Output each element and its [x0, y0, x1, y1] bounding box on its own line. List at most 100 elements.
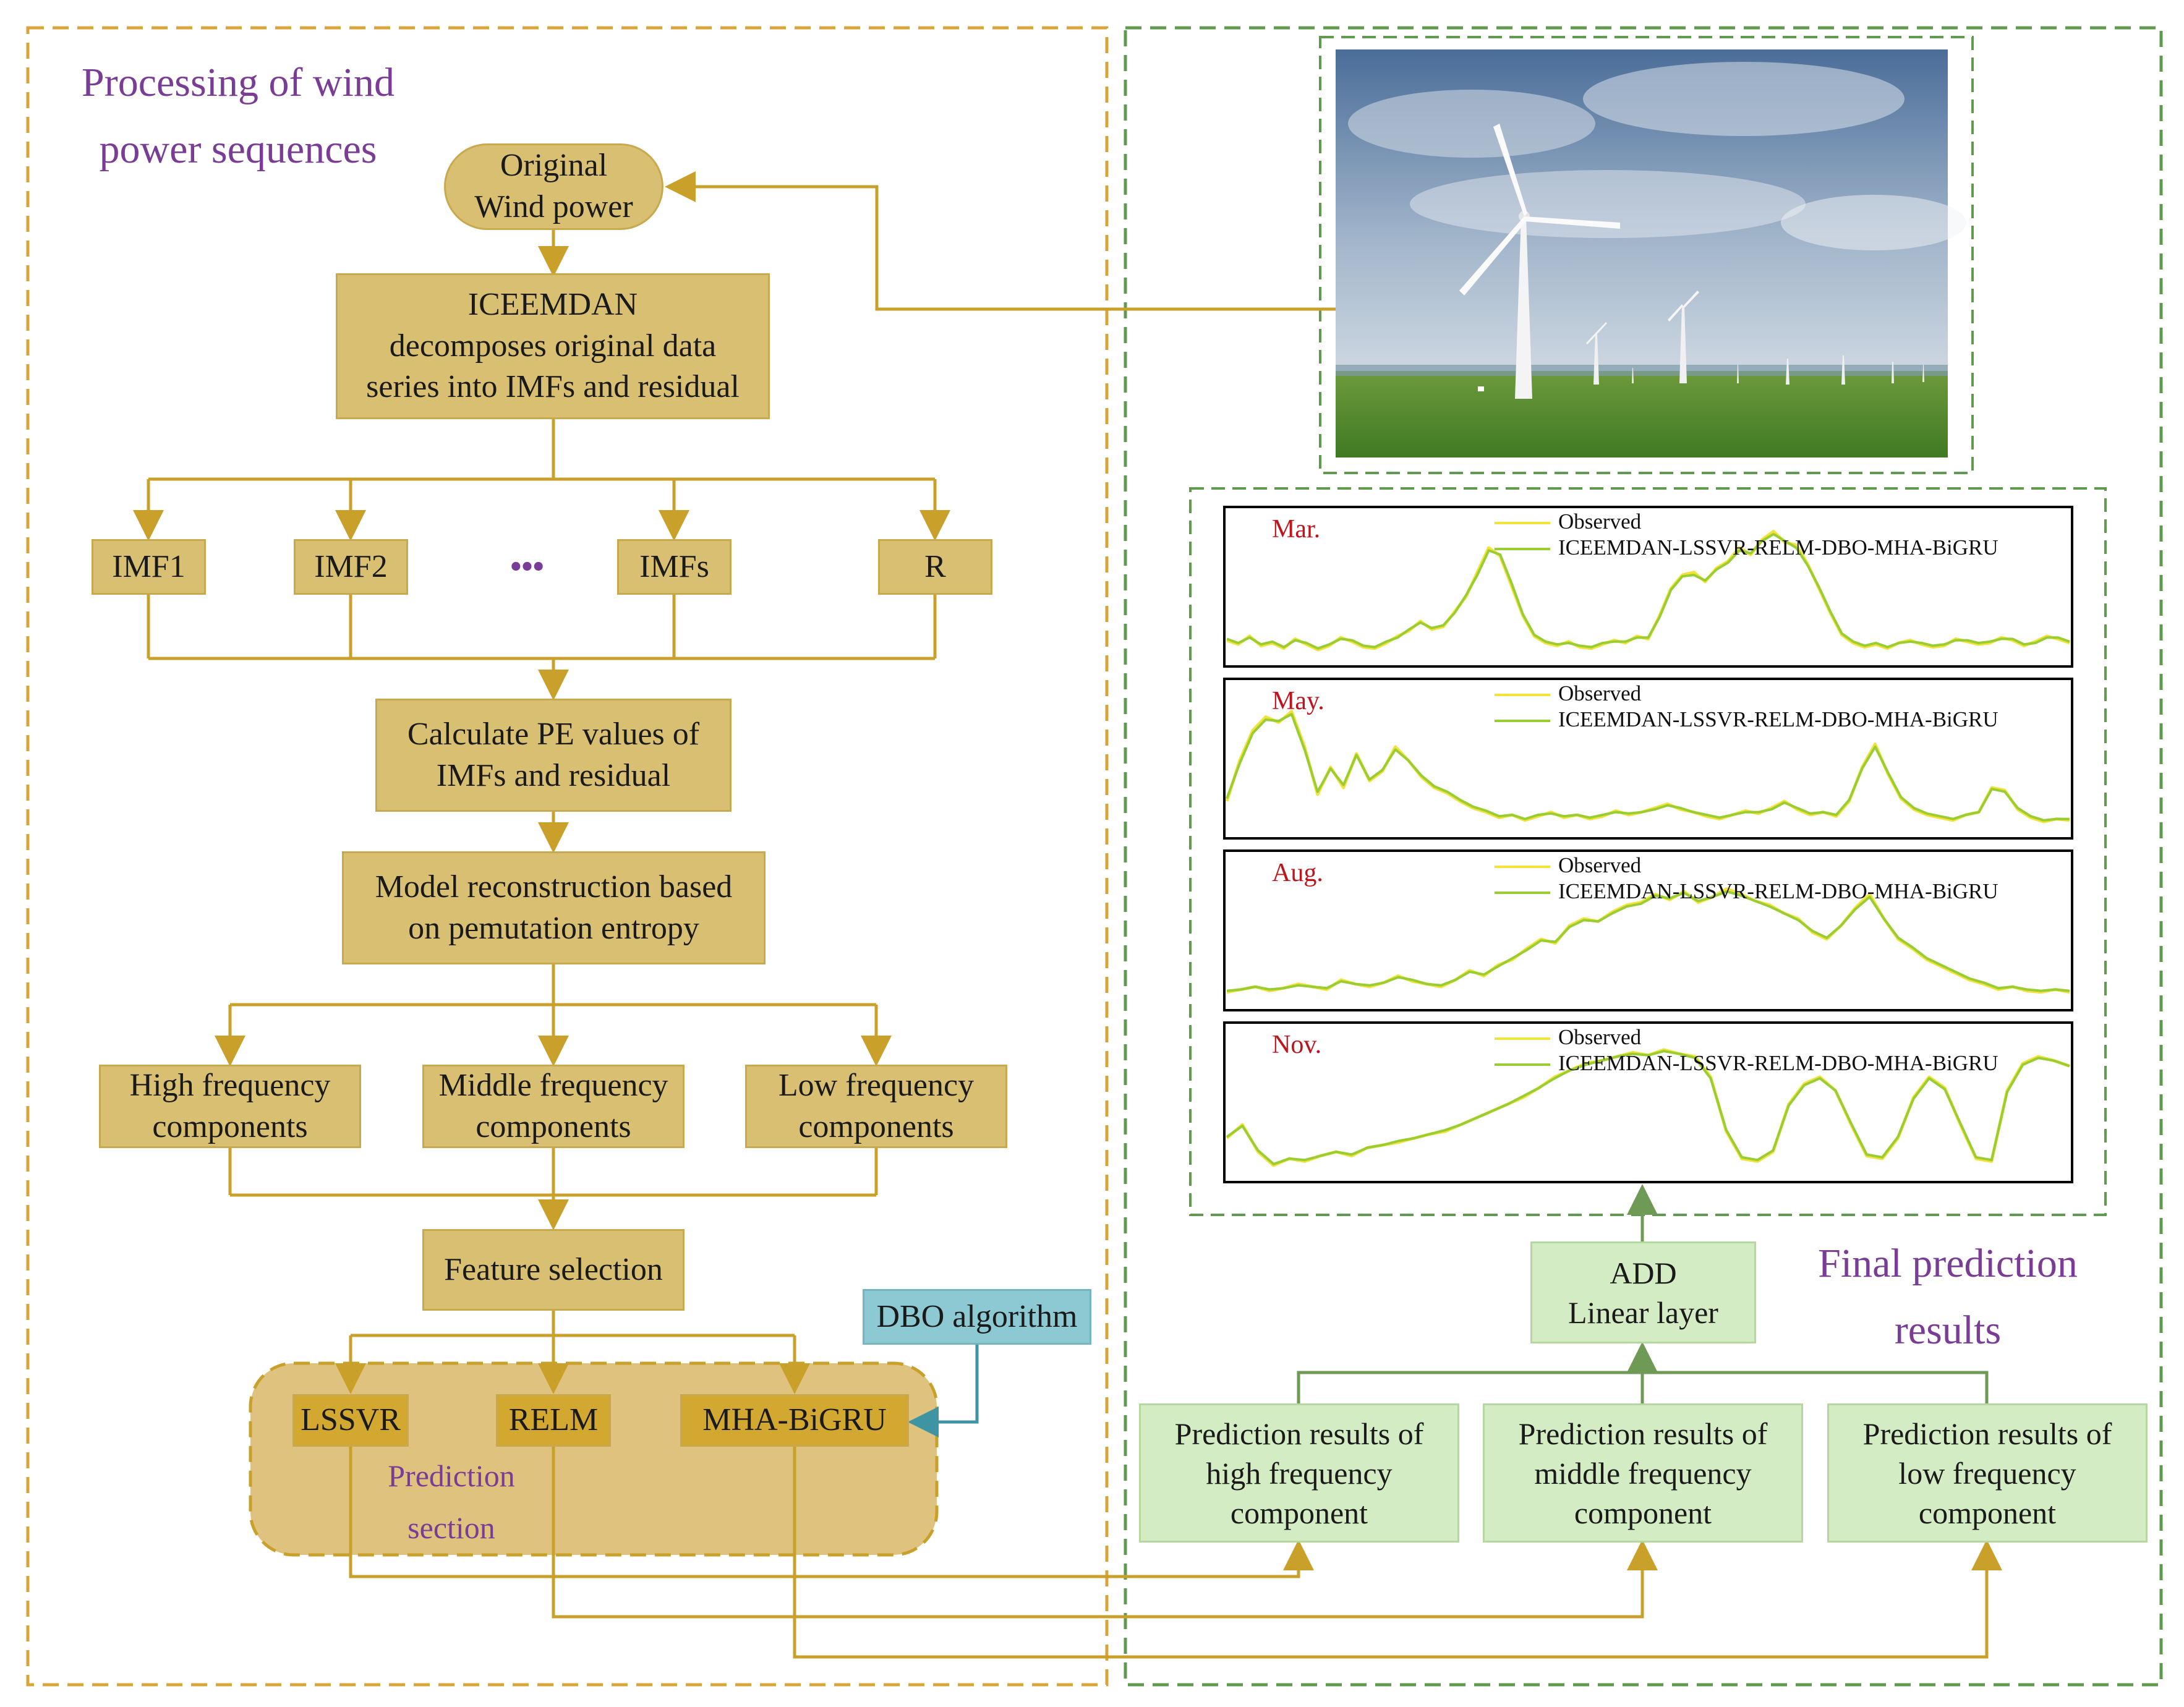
dbo-label: DBO algorithm	[876, 1298, 1078, 1334]
chart-may	[1226, 710, 2070, 824]
add-linear-layer-node: ADD Linear layer	[1530, 1241, 1756, 1343]
chart-panel-aug: Aug. Observed ICEEMDAN-LSSVR-RELM-DBO-MH…	[1223, 849, 2073, 1011]
relm-label: RELM	[508, 1402, 599, 1438]
legend-predicted-aug: ICEEMDAN-LSSVR-RELM-DBO-MHA-BiGRU	[1558, 879, 1998, 903]
chart-panel-may: May. Observed ICEEMDAN-LSSVR-RELM-DBO-MH…	[1223, 678, 2073, 840]
arrow-photo-to-original	[665, 171, 1336, 311]
iceemdan-node: ICEEMDAN decomposes original data series…	[336, 273, 770, 419]
chart-panel-mar: Mar. Observed ICEEMDAN-LSSVR-RELM-DBO-MH…	[1223, 506, 2073, 668]
pe-values-node: Calculate PE values of IMFs and residual	[375, 699, 732, 812]
iceemdan-line3: series into IMFs and residual	[366, 369, 740, 405]
middle-frequency-node: Middle frequency components	[422, 1065, 685, 1148]
high-line2: components	[152, 1109, 308, 1144]
chart-aug	[1226, 887, 2070, 994]
pe-line1: Calculate PE values of	[407, 716, 700, 752]
imfs-node: IMFs	[617, 539, 732, 595]
lssvr-label: LSSVR	[301, 1402, 401, 1438]
legend-observed-may: Observed	[1558, 681, 1642, 705]
residual-label: R	[924, 548, 946, 584]
low-line2: components	[798, 1109, 954, 1144]
arrow-dbo-to-mha	[908, 1345, 979, 1437]
low-result-node: Prediction results of low frequency comp…	[1827, 1403, 2148, 1543]
series-line-predicted-aug	[1226, 890, 2070, 992]
arrow-relm-to-middle-result	[552, 1447, 1658, 1619]
chart-title-may: May.	[1272, 687, 1324, 715]
add-line1: ADD	[1610, 1255, 1677, 1290]
imf-ellipsis: •••	[476, 539, 578, 595]
reconstruct-line2: on pemutation entropy	[408, 910, 699, 946]
relm-node: RELM	[496, 1394, 611, 1447]
iceemdan-line2: decomposes original data	[389, 328, 717, 364]
low-result-line3: component	[1918, 1495, 2057, 1530]
arrow-lssvr-to-high-result	[349, 1447, 1314, 1578]
chart-nov	[1226, 1048, 2070, 1167]
chart-title-nov: Nov.	[1272, 1031, 1322, 1059]
dbo-algorithm-node: DBO algorithm	[863, 1289, 1091, 1345]
prediction-section-line1: Prediction	[388, 1458, 515, 1493]
photo-frame	[1319, 36, 1974, 474]
imf1-node: IMF1	[92, 539, 206, 595]
legend-observed-mar: Observed	[1558, 509, 1642, 534]
legend-predicted-nov: ICEEMDAN-LSSVR-RELM-DBO-MHA-BiGRU	[1558, 1051, 1998, 1075]
legend-line-observed-aug	[1495, 866, 1550, 868]
reconstruction-node: Model reconstruction based on pemutation…	[342, 851, 766, 964]
legend-line-observed-may	[1495, 694, 1550, 696]
legend-line-observed-mar	[1495, 522, 1550, 524]
right-title-line1: Final prediction	[1818, 1241, 2078, 1286]
legend-line-observed-nov	[1495, 1037, 1550, 1040]
high-result-line3: component	[1230, 1495, 1368, 1530]
iceemdan-line1: ICEEMDAN	[467, 287, 638, 323]
imf-ellipsis-label: •••	[510, 548, 544, 584]
imfs-label: IMFs	[639, 548, 709, 584]
feature-selection-node: Feature selection	[422, 1229, 685, 1311]
residual-node: R	[878, 539, 992, 595]
middle-line2: components	[476, 1109, 631, 1144]
prediction-section-label: Prediction section	[359, 1450, 544, 1554]
legend-line-predicted-aug	[1495, 892, 1550, 894]
middle-line1: Middle frequency	[438, 1067, 668, 1103]
prediction-section-line2: section	[407, 1510, 495, 1545]
legend-line-predicted-mar	[1495, 548, 1550, 550]
chart-mar	[1226, 530, 2070, 652]
legend-observed-nov: Observed	[1558, 1025, 1642, 1049]
reconstruct-line1: Model reconstruction based	[375, 869, 733, 905]
legend-line-predicted-may	[1495, 720, 1550, 722]
series-line-observed-mar	[1226, 530, 2070, 652]
series-line-observed-aug	[1226, 887, 2070, 994]
high-result-line1: Prediction results of	[1174, 1416, 1424, 1451]
legend-observed-aug: Observed	[1558, 853, 1642, 877]
prediction-section-bg	[249, 1361, 939, 1557]
right-section-title: Final prediction results	[1793, 1230, 2102, 1364]
imf2-label: IMF2	[314, 548, 388, 584]
low-result-line2: low frequency	[1898, 1455, 2076, 1491]
chart-panel-nov: Nov. Observed ICEEMDAN-LSSVR-RELM-DBO-MH…	[1223, 1021, 2073, 1183]
low-frequency-node: Low frequency components	[745, 1065, 1007, 1148]
left-title-line2: power sequences	[99, 127, 377, 172]
middle-result-line1: Prediction results of	[1518, 1416, 1768, 1451]
original-line2: Wind power	[474, 189, 633, 224]
left-title-line1: Processing of wind	[82, 60, 395, 105]
left-frame	[26, 26, 1109, 1687]
original-wind-power-node: Original Wind power	[444, 143, 663, 230]
imf1-label: IMF1	[112, 548, 186, 584]
arrow-mha-to-low-result	[793, 1447, 2002, 1659]
imf2-node: IMF2	[294, 539, 408, 595]
add-line2: Linear layer	[1568, 1295, 1718, 1330]
high-frequency-node: High frequency components	[99, 1065, 361, 1148]
series-line-predicted-nov	[1226, 1050, 2070, 1165]
right-title-line2: results	[1894, 1308, 2002, 1353]
wind-farm-photo	[1336, 49, 1966, 458]
original-line1: Original	[500, 148, 608, 184]
pe-line2: IMFs and residual	[436, 757, 671, 793]
left-section-title: Processing of wind power sequences	[53, 49, 424, 183]
high-line1: High frequency	[129, 1067, 331, 1103]
legend-predicted-mar: ICEEMDAN-LSSVR-RELM-DBO-MHA-BiGRU	[1558, 535, 1998, 560]
middle-result-node: Prediction results of middle frequency c…	[1483, 1403, 1803, 1543]
high-result-line2: high frequency	[1206, 1455, 1393, 1491]
middle-result-line3: component	[1574, 1495, 1712, 1530]
series-line-predicted-mar	[1226, 533, 2070, 650]
middle-result-line2: middle frequency	[1534, 1455, 1752, 1491]
low-line1: Low frequency	[778, 1067, 975, 1103]
